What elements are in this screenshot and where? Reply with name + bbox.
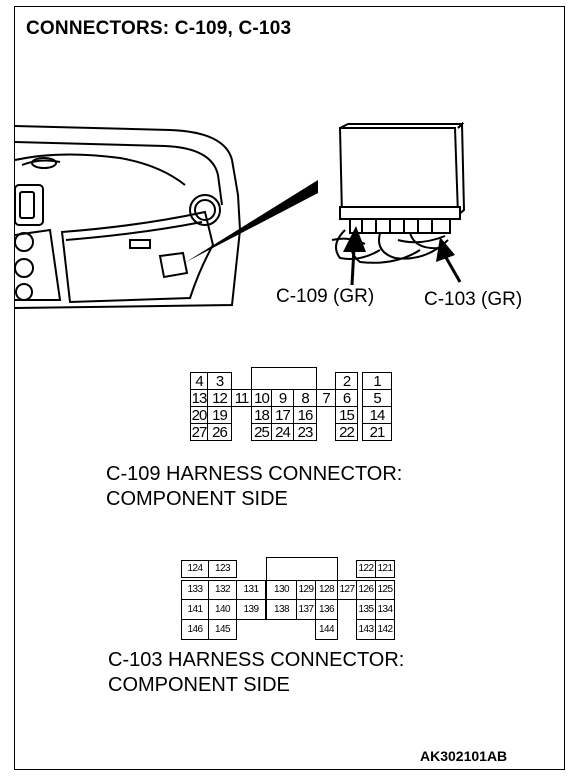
c103-pin: 126 [356, 580, 376, 600]
page-title: CONNECTORS: C-109, C-103 [26, 18, 292, 39]
c103-pin: 121 [375, 560, 395, 578]
c109-pin: 15 [335, 406, 358, 424]
c109-pin: 2 [335, 372, 358, 390]
c103-pin: 137 [296, 599, 316, 620]
pointer-arrow-icon [343, 226, 462, 286]
c103-pin: 136 [315, 599, 338, 620]
c109-pin: 7 [316, 389, 336, 407]
c109-pin: 17 [271, 406, 294, 424]
c103-connector-key [266, 557, 338, 582]
c103-pin: 127 [337, 580, 357, 600]
c109-pin: 25 [251, 423, 272, 441]
c103-pin: 123 [208, 560, 237, 578]
c109-callout-label: C-109 (GR) [276, 286, 375, 307]
c109-pin: 24 [271, 423, 294, 441]
figure-frame [14, 6, 565, 770]
c103-pin: 122 [356, 560, 376, 578]
c103-caption: C-103 HARNESS CONNECTOR: COMPONENT SIDE [108, 648, 404, 698]
c103-pin: 145 [208, 619, 237, 640]
c109-pin: 19 [207, 406, 232, 424]
c109-caption-line1: C-109 HARNESS CONNECTOR: [106, 463, 403, 485]
c103-pin: 134 [375, 599, 395, 620]
c109-pin: 11 [231, 389, 252, 407]
c109-connector-key [251, 367, 317, 391]
c109-pin: 5 [362, 389, 392, 407]
c109-pin: 27 [190, 423, 208, 441]
c103-pin: 130 [266, 580, 297, 600]
c103-pin: 144 [315, 619, 338, 640]
c109-pin: 13 [190, 389, 208, 407]
c103-pin: 139 [236, 599, 266, 620]
callout-wedge [186, 180, 318, 262]
c109-pin: 4 [190, 372, 208, 390]
c109-pin: 16 [293, 406, 317, 424]
c103-pin: 131 [236, 580, 266, 600]
c109-pin: 22 [335, 423, 358, 441]
dashboard-illustration-icon [14, 125, 242, 309]
c103-pin: 140 [208, 599, 237, 620]
c103-pin: 128 [315, 580, 338, 600]
c103-callout-label: C-103 (GR) [424, 289, 523, 310]
c109-pin: 6 [335, 389, 358, 407]
c109-pin: 20 [190, 406, 208, 424]
c109-caption-line2: COMPONENT SIDE [106, 488, 288, 510]
control-unit-icon [331, 121, 466, 264]
c103-pin: 143 [356, 619, 376, 640]
c109-pin: 12 [207, 389, 232, 407]
c109-pin: 8 [293, 389, 317, 407]
c103-pin: 146 [181, 619, 209, 640]
c103-pin: 135 [356, 599, 376, 620]
c103-caption-line1: C-103 HARNESS CONNECTOR: [108, 649, 405, 671]
c103-pin: 141 [181, 599, 209, 620]
c103-pin: 133 [181, 580, 209, 600]
c109-pin: 1 [362, 372, 392, 390]
c109-pin: 21 [362, 423, 392, 441]
c103-pin: 124 [181, 560, 209, 578]
c103-caption-line2: COMPONENT SIDE [108, 674, 290, 696]
c109-pin: 9 [271, 389, 294, 407]
c103-pin: 129 [296, 580, 316, 600]
c103-pin: 142 [375, 619, 395, 640]
c109-pin: 26 [207, 423, 232, 441]
c109-pin: 14 [362, 406, 392, 424]
c109-pin: 23 [293, 423, 317, 441]
c103-pin: 125 [375, 580, 395, 600]
c103-pin: 138 [266, 599, 297, 620]
figure-code: AK302101AB [420, 748, 508, 764]
c109-pin: 10 [251, 389, 272, 407]
c109-pin: 18 [251, 406, 272, 424]
c103-pin: 132 [208, 580, 237, 600]
c109-pin: 3 [207, 372, 232, 390]
c109-caption: C-109 HARNESS CONNECTOR: COMPONENT SIDE [106, 462, 402, 512]
